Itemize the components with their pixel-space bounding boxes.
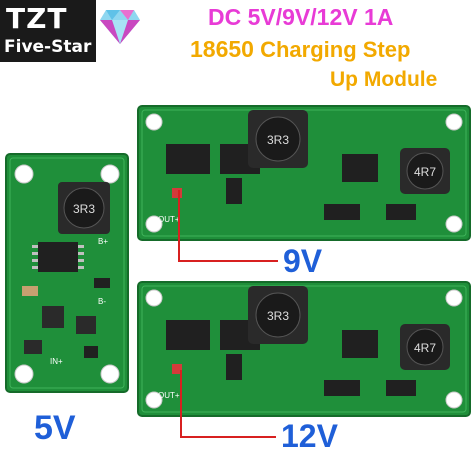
voltage-label-5v: 5V [34,409,76,447]
board-out-plus: OUT+ [158,391,180,400]
leader-line-9v [178,190,180,260]
title-line3: Up Module [330,68,438,91]
title-cell-type: 18650 [190,36,254,62]
title-line2: 18650 Charging Step [190,36,410,63]
board-b-minus: B- [98,297,106,306]
brand-name: TZT [6,2,68,35]
board-in-plus: IN+ [50,357,63,366]
voltage-label-12v: 12V [281,418,338,454]
inductor-marking: 3R3 [267,309,289,323]
leader-line-9v-h [178,260,278,262]
diamond-icon [100,10,140,44]
title-line1: DC 5V/9V/12V 1A [208,4,394,30]
module-board-9v: 3R3 4R7 OUT+ [137,105,471,241]
inductor-marking: 3R3 [73,202,95,216]
inductor-marking: 3R3 [267,133,289,147]
brand-tagline: Five-Star [4,37,92,57]
module-board-12v: 3R3 4R7 OUT+ [137,281,471,417]
board-b-plus: B+ [98,237,108,246]
module-board-5v: 3R3 IN+ B+ B- [5,153,129,393]
leader-line-12v-h [180,436,276,438]
voltage-label-9v: 9V [283,243,323,279]
leader-line-12v [180,370,182,436]
brand-logo: TZT Five-Star [0,0,96,62]
board-out-plus: OUT+ [158,215,180,224]
inductor-marking: 4R7 [414,341,436,355]
title-line2-text: Charging Step [253,37,411,62]
inductor-marking: 4R7 [414,165,436,179]
